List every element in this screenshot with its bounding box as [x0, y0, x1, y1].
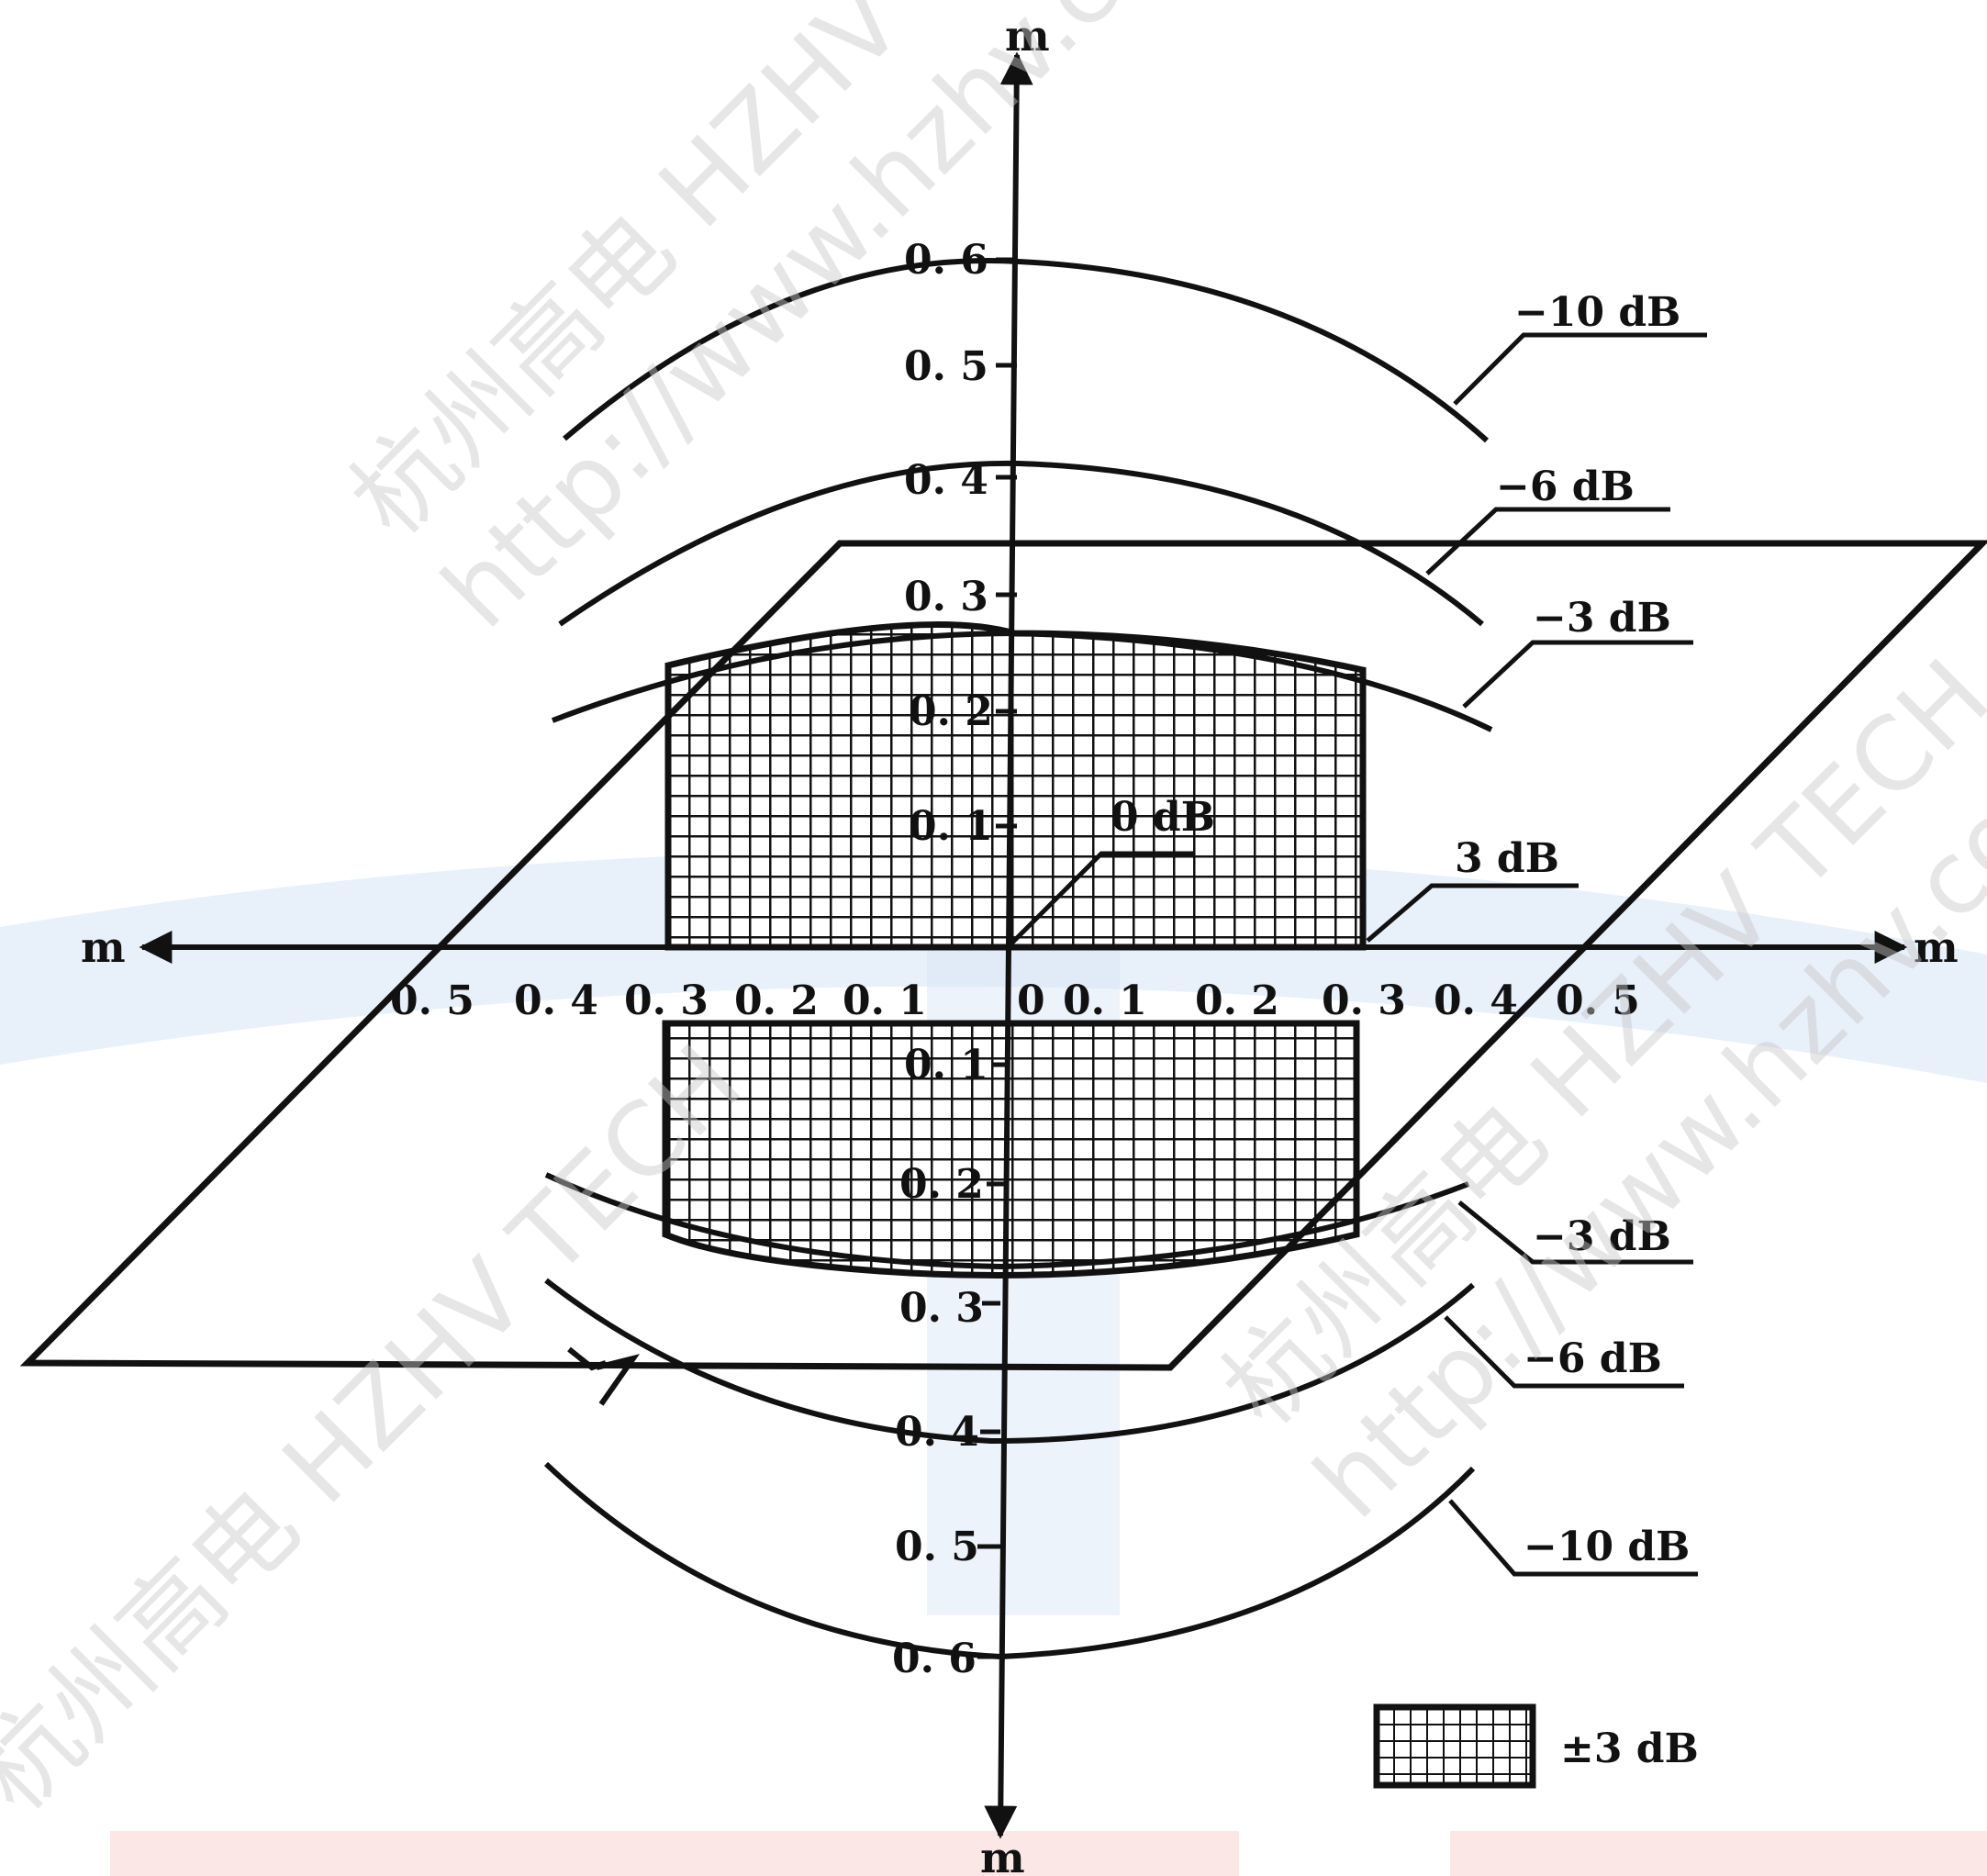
plus-minus-3db-region-top — [664, 621, 1367, 951]
background-pink-band-right — [1450, 1831, 1987, 1876]
axis-label-right: m — [1914, 922, 1959, 972]
label-minus6db-bottom: −6 dB — [1524, 1335, 1662, 1382]
leader-minus3db-bottom — [1457, 1200, 1693, 1265]
leader-minus10db-top — [1453, 332, 1707, 406]
watermark-text-3: 杭州高电 HZHV TECH — [0, 1022, 764, 1834]
leader-minus6db-top — [1425, 507, 1670, 575]
x-tick-zero: 0 — [1017, 977, 1045, 1024]
y-axis — [984, 51, 1033, 1839]
label-minus3db-top: −3 dB — [1533, 595, 1671, 642]
y-tick-down-0.6: 0. 6 — [892, 1636, 977, 1682]
background-pink-band-left — [110, 1831, 1239, 1876]
axis-label-bottom: m — [980, 1833, 1025, 1876]
y-tick-down-0.1: 0. 1 — [904, 1042, 988, 1089]
contour-minus3db-top — [551, 630, 1493, 732]
leader-minus3db-top — [1462, 640, 1693, 709]
ground-plane-parallelogram — [19, 540, 1987, 1371]
axis-label-left: m — [81, 922, 126, 972]
ground-plane-arrow-notch — [567, 1346, 641, 1406]
legend-hatch-swatch — [1373, 1703, 1536, 1789]
legend: ±3 dB — [1373, 1703, 1699, 1789]
y-tick-up-0.2: 0. 2 — [909, 688, 993, 735]
y-tick-down-0.2: 0. 2 — [899, 1161, 984, 1208]
label-minus3db-bottom: −3 dB — [1533, 1213, 1671, 1260]
leader-0db — [1008, 851, 1193, 947]
label-3db: 3 dB — [1455, 835, 1559, 882]
x-tick-left-0.1: 0. 1 — [843, 977, 927, 1024]
leader-3db — [1366, 883, 1579, 943]
plus-minus-3db-region-bottom — [662, 1020, 1360, 1279]
y-tick-down-0.5: 0. 5 — [895, 1524, 979, 1570]
y-tick-up-0.5: 0. 5 — [904, 343, 988, 390]
x-tick-left-0.2: 0. 2 — [734, 977, 819, 1024]
axis-label-top: m — [1005, 11, 1050, 61]
y-tick-up-0.3: 0. 3 — [904, 574, 988, 620]
x-tick-right-0.2: 0. 2 — [1195, 977, 1279, 1024]
x-tick-left-0.5: 0. 5 — [390, 977, 474, 1024]
label-minus10db-bottom: −10 dB — [1524, 1524, 1690, 1570]
contour-minus6db-top — [558, 460, 1484, 627]
x-tick-left-0.4: 0. 4 — [514, 977, 598, 1024]
leader-minus6db-bottom — [1444, 1315, 1684, 1389]
label-minus6db-top: −6 dB — [1496, 463, 1635, 510]
contour-minus6db-bottom — [544, 1278, 1475, 1445]
y-tick-down-0.4: 0. 4 — [895, 1409, 979, 1456]
contour-minus3db-bottom — [544, 1172, 1470, 1270]
leader-minus10db-bottom — [1448, 1499, 1698, 1577]
x-tick-right-0.1: 0. 1 — [1063, 977, 1147, 1024]
label-minus10db-top: −10 dB — [1514, 289, 1680, 336]
y-tick-up-0.4: 0. 4 — [904, 457, 988, 504]
y-tick-down-0.3: 0. 3 — [899, 1285, 984, 1332]
x-tick-left-0.3: 0. 3 — [624, 977, 709, 1024]
contour-minus10db-top — [563, 258, 1490, 443]
x-tick-right-0.4: 0. 4 — [1434, 977, 1518, 1024]
contour-minus10db-bottom — [543, 1461, 1476, 1660]
legend-label: ±3 dB — [1560, 1725, 1699, 1772]
y-tick-up-0.1: 0. 1 — [909, 803, 993, 850]
label-0db: 0 dB — [1111, 794, 1215, 841]
y-axis-ticks — [977, 257, 1017, 1659]
x-tick-right-0.5: 0. 5 — [1556, 977, 1640, 1024]
y-tick-up-0.6: 0. 6 — [904, 237, 988, 284]
x-tick-right-0.3: 0. 3 — [1322, 977, 1406, 1024]
